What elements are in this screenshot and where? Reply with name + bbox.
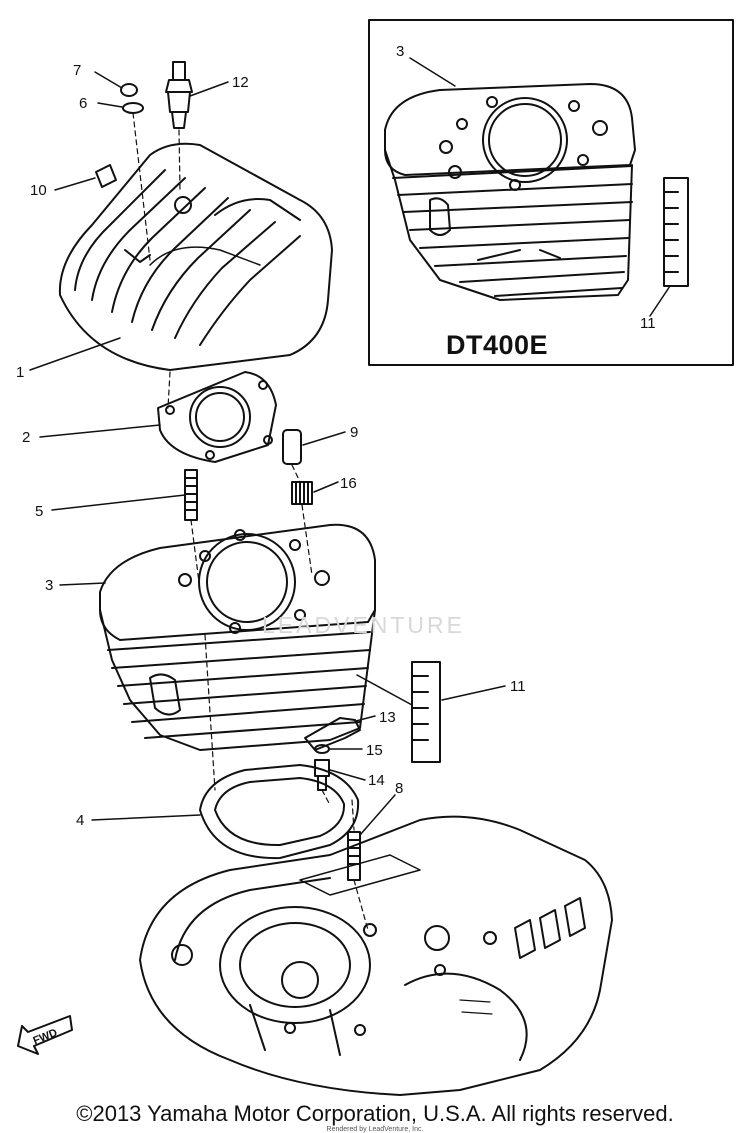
sleeve [411, 661, 441, 763]
callout-11: 11 [510, 678, 526, 695]
callout-6: 6 [79, 95, 87, 112]
callout-11-inset: 11 [640, 315, 656, 332]
needle-bearing [291, 481, 313, 505]
small-washer [314, 744, 330, 754]
callout-1: 1 [16, 364, 24, 381]
base-gasket [199, 764, 360, 860]
nut [120, 83, 138, 97]
callout-13: 13 [379, 709, 396, 726]
cylinder-head [58, 142, 333, 371]
watermark: LEADVENTURE [262, 612, 465, 638]
callout-9: 9 [350, 424, 358, 441]
head-gasket [157, 371, 277, 463]
bracket [95, 164, 117, 188]
callout-14: 14 [368, 772, 385, 789]
inset-cylinder [384, 83, 636, 301]
callout-3-inset: 3 [396, 43, 404, 60]
crankcase [139, 815, 613, 1096]
rendered-by-text: Rendered by LeadVenture, Inc. [326, 1126, 424, 1133]
callout-5: 5 [35, 503, 43, 520]
fwd-arrow-icon [17, 1015, 73, 1055]
inset-sleeve-11 [663, 177, 689, 287]
copyright-text: ©2013 Yamaha Motor Corporation, U.S.A. A… [76, 1101, 674, 1126]
washer [122, 102, 144, 114]
inset-frame [368, 19, 734, 366]
callout-8: 8 [395, 780, 403, 797]
callout-2: 2 [22, 429, 30, 446]
cylinder [99, 523, 376, 751]
callout-7: 7 [73, 62, 81, 79]
callout-10: 10 [30, 182, 47, 199]
stud-bolt [184, 469, 198, 521]
dowel-pin [282, 429, 302, 465]
callout-15: 15 [366, 742, 383, 759]
inset-title: DT400E [446, 330, 549, 360]
spark-plug [165, 61, 193, 129]
bolt [314, 759, 330, 791]
callout-3: 3 [45, 577, 53, 594]
callout-4: 4 [76, 812, 84, 829]
crankcase-stud [347, 831, 361, 881]
callout-16: 16 [340, 475, 357, 492]
callout-12: 12 [232, 74, 249, 91]
